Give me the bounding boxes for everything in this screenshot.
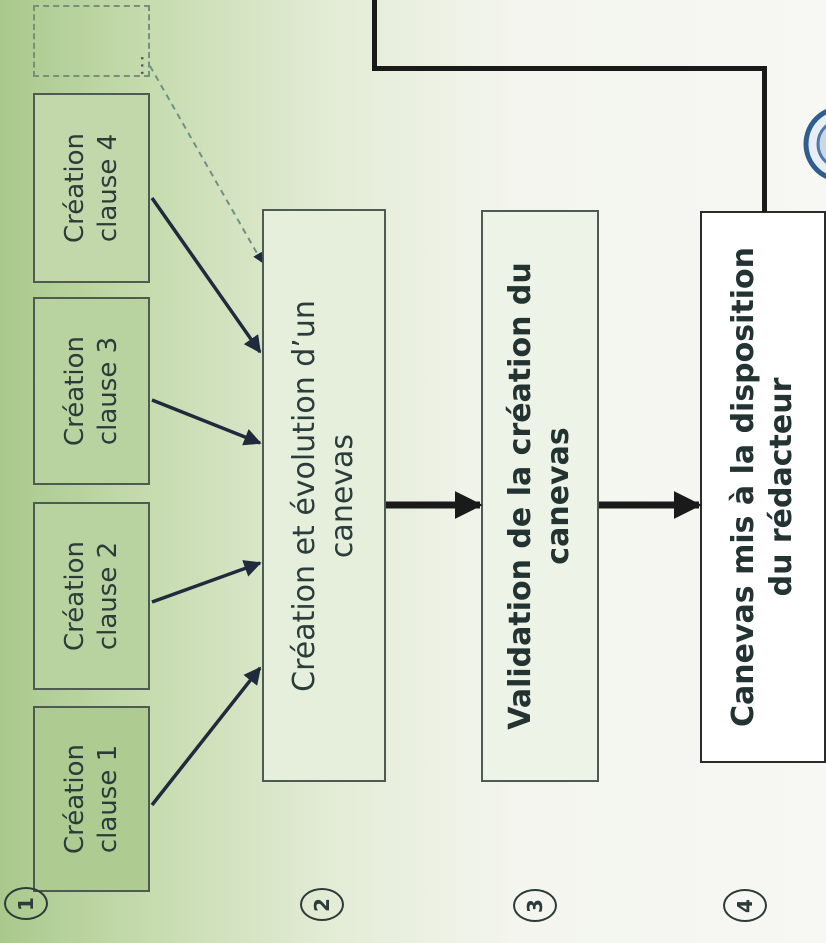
step-number-3-text: 3 (522, 898, 547, 913)
step-number-1-text: 1 (13, 896, 38, 911)
step-label-3: Validation de la création du canevas (503, 262, 576, 730)
step-label-4: Canevas mis à la disposition du rédacteu… (726, 247, 799, 727)
step-number-1: 1 (4, 887, 48, 920)
step-label-2: Création et évolution d’un canevas (287, 299, 360, 692)
clause-label-2: Création clause 2 (59, 540, 123, 652)
step-number-2: 2 (300, 888, 344, 921)
arrow-clause3-to-canevas (151, 398, 262, 446)
clause-box-2: Création clause 2 (33, 502, 150, 690)
step-number-4-text: 4 (732, 898, 757, 913)
arrow-clause4-to-canevas (150, 196, 262, 354)
arrow-more-to-canevas (149, 65, 263, 263)
step-number-2-text: 2 (309, 897, 334, 912)
step-number-3: 3 (513, 889, 557, 922)
arrow-clause1-to-canevas (150, 666, 262, 807)
clause-more-ellipsis: ... (124, 53, 149, 77)
step-box-2: Création et évolution d’un canevas (262, 209, 386, 782)
step-box-4: Canevas mis à la disposition du rédacteu… (700, 211, 826, 763)
step-box-3: Validation de la création du canevas (481, 210, 599, 782)
clause-box-more: ... (33, 5, 150, 77)
connector-top-left-vertical (372, 0, 377, 71)
clause-box-4: Création clause 4 (33, 93, 150, 283)
connector-top-horizontal (372, 66, 766, 71)
clause-label-1: Création clause 1 (59, 743, 123, 855)
connector-top-right-vertical (762, 66, 767, 212)
step-number-4: 4 (723, 889, 767, 922)
clause-label-4: Création clause 4 (59, 132, 123, 244)
logo-emblem-partial (803, 108, 826, 180)
clause-label-3: Création clause 3 (59, 335, 123, 447)
arrow-clause2-to-canevas (151, 560, 262, 604)
clause-box-1: Création clause 1 (33, 706, 150, 892)
clause-box-3: Création clause 3 (33, 297, 150, 485)
